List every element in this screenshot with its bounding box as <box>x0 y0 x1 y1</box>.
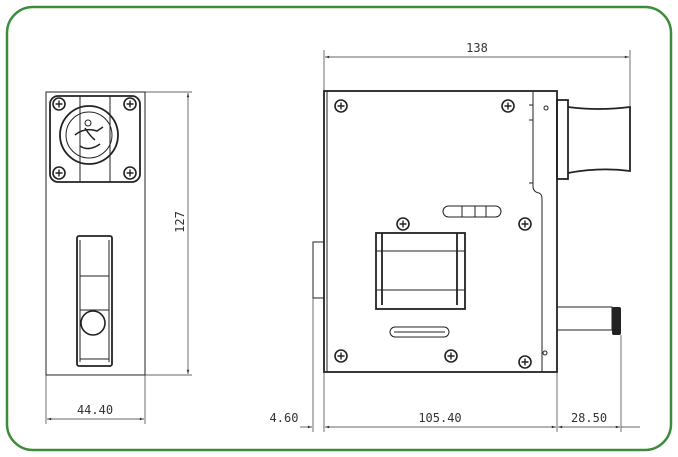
logo-icon <box>74 126 104 150</box>
dim-side-connector-length: 28.50 <box>571 411 607 425</box>
dim-front-width: 44.40 <box>77 403 113 417</box>
dim-side-body-width: 105.40 <box>418 411 461 425</box>
side-dimensions: 138 4.60 105.40 28.50 <box>270 41 640 432</box>
side-view <box>312 90 631 373</box>
frame-border <box>5 5 673 452</box>
knob <box>80 310 106 336</box>
front-view <box>45 91 146 376</box>
dim-side-total-width: 138 <box>466 41 488 55</box>
front-dimensions: 127 44.40 <box>45 91 192 424</box>
dim-front-height: 127 <box>173 211 187 233</box>
dim-side-offset: 4.60 <box>270 411 299 425</box>
